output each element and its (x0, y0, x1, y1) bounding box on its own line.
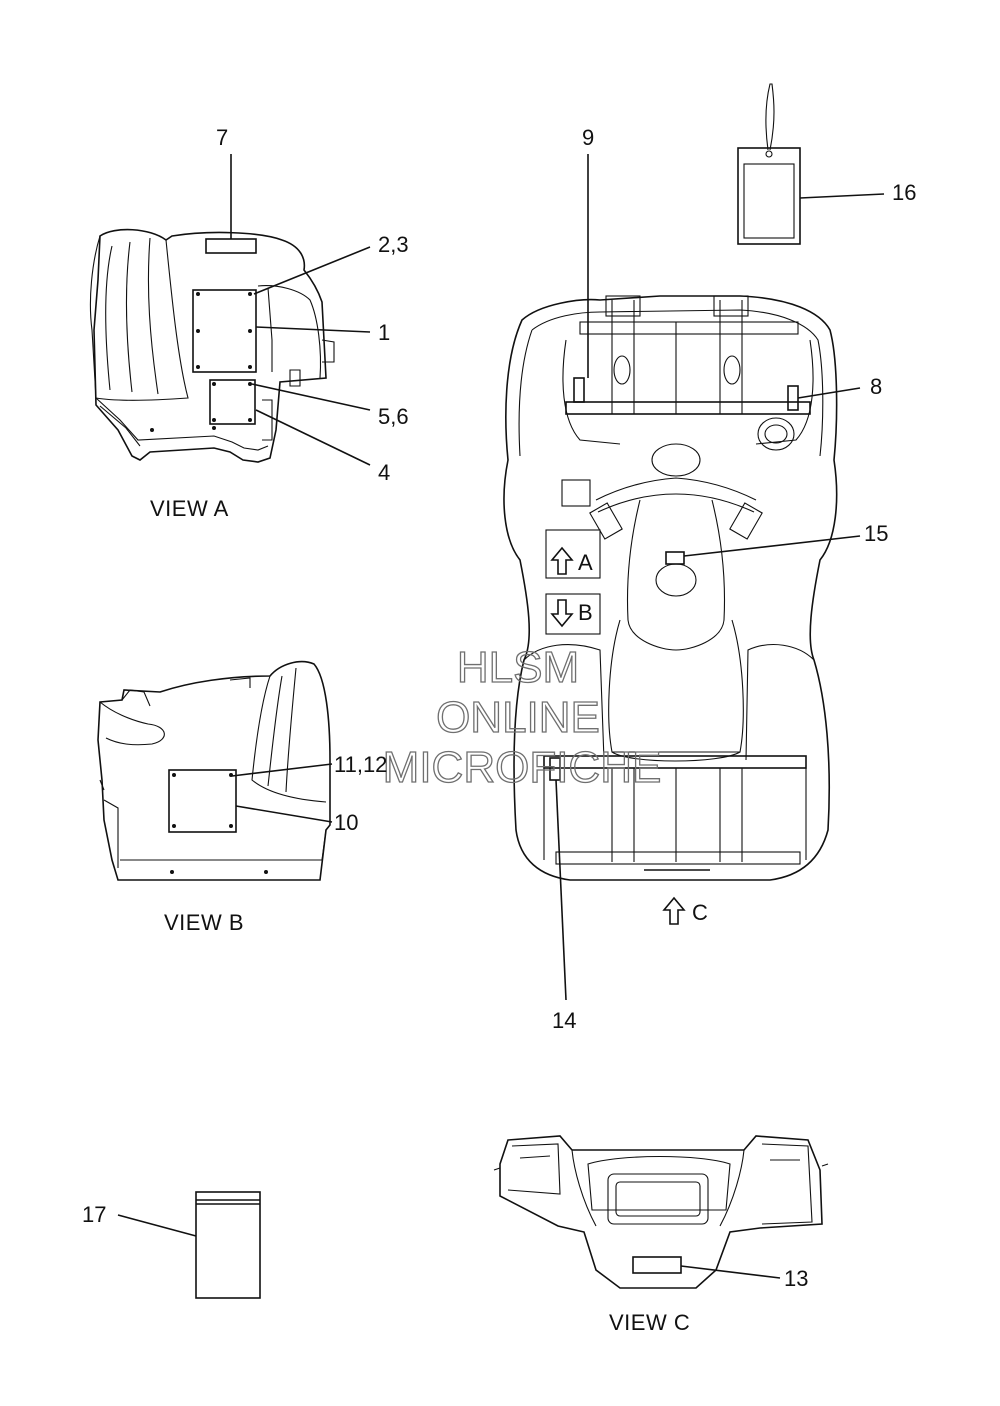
view-a-leaders (230, 154, 371, 466)
decal-8 (787, 385, 799, 411)
callouts: 7 2,3 1 5,6 4 9 16 8 15 11,12 10 14 17 1… (82, 125, 916, 1291)
view-b-leaders (231, 763, 333, 823)
view-a-fender (89, 228, 335, 463)
watermark-line-3: MICROFICHE (383, 743, 662, 792)
decal-7 (205, 238, 257, 254)
decal-13 (632, 1256, 682, 1274)
caption-view-b: VIEW B (164, 910, 244, 935)
decal-10 (168, 769, 237, 833)
arrow-letters: A B C (578, 550, 708, 925)
atv-leaders (555, 154, 861, 1001)
view-b-fender (97, 660, 331, 881)
view-b-decals (168, 769, 237, 833)
watermark-line-2: ONLINE (436, 693, 600, 742)
atv-top-view (503, 295, 838, 881)
callout-11-12: 11,12 (334, 752, 387, 777)
callout-15: 15 (864, 521, 888, 546)
callout-17: 17 (82, 1202, 106, 1227)
decal-4 (209, 379, 256, 425)
view-arrows (550, 546, 686, 925)
watermark: HLSM ONLINE MICROFICHE (382, 642, 662, 792)
arrow-label-c: C (692, 900, 708, 925)
hang-tag (737, 83, 885, 245)
callout-13: 13 (784, 1266, 808, 1291)
callout-10: 10 (334, 810, 358, 835)
callout-14: 14 (552, 1008, 576, 1033)
atv-decals (549, 377, 799, 781)
booklet (117, 1191, 261, 1299)
caption-view-c: VIEW C (609, 1310, 690, 1335)
callout-4: 4 (378, 460, 390, 485)
view-captions: VIEW A VIEW B VIEW C (150, 496, 690, 1335)
callout-7: 7 (216, 125, 228, 150)
decal-15 (665, 551, 685, 565)
decal-1 (192, 289, 257, 373)
view-c-decals (632, 1256, 781, 1279)
callout-8: 8 (870, 374, 882, 399)
callout-1: 1 (378, 320, 390, 345)
arrow-label-b: B (578, 600, 593, 625)
caption-view-a: VIEW A (150, 496, 229, 521)
callout-16: 16 (892, 180, 916, 205)
callout-5-6: 5,6 (378, 404, 409, 429)
decal-14 (549, 757, 561, 781)
view-a-arrow-icon (550, 546, 574, 575)
decal-9 (573, 377, 585, 403)
view-c-arrow-icon (662, 896, 686, 925)
arrow-label-a: A (578, 550, 593, 575)
callout-2-3: 2,3 (378, 232, 409, 257)
view-a-decals (192, 238, 257, 425)
view-c-fender (493, 1135, 829, 1289)
watermark-line-1: HLSM (457, 643, 579, 692)
callout-9: 9 (582, 125, 594, 150)
view-b-arrow-icon (550, 599, 574, 628)
